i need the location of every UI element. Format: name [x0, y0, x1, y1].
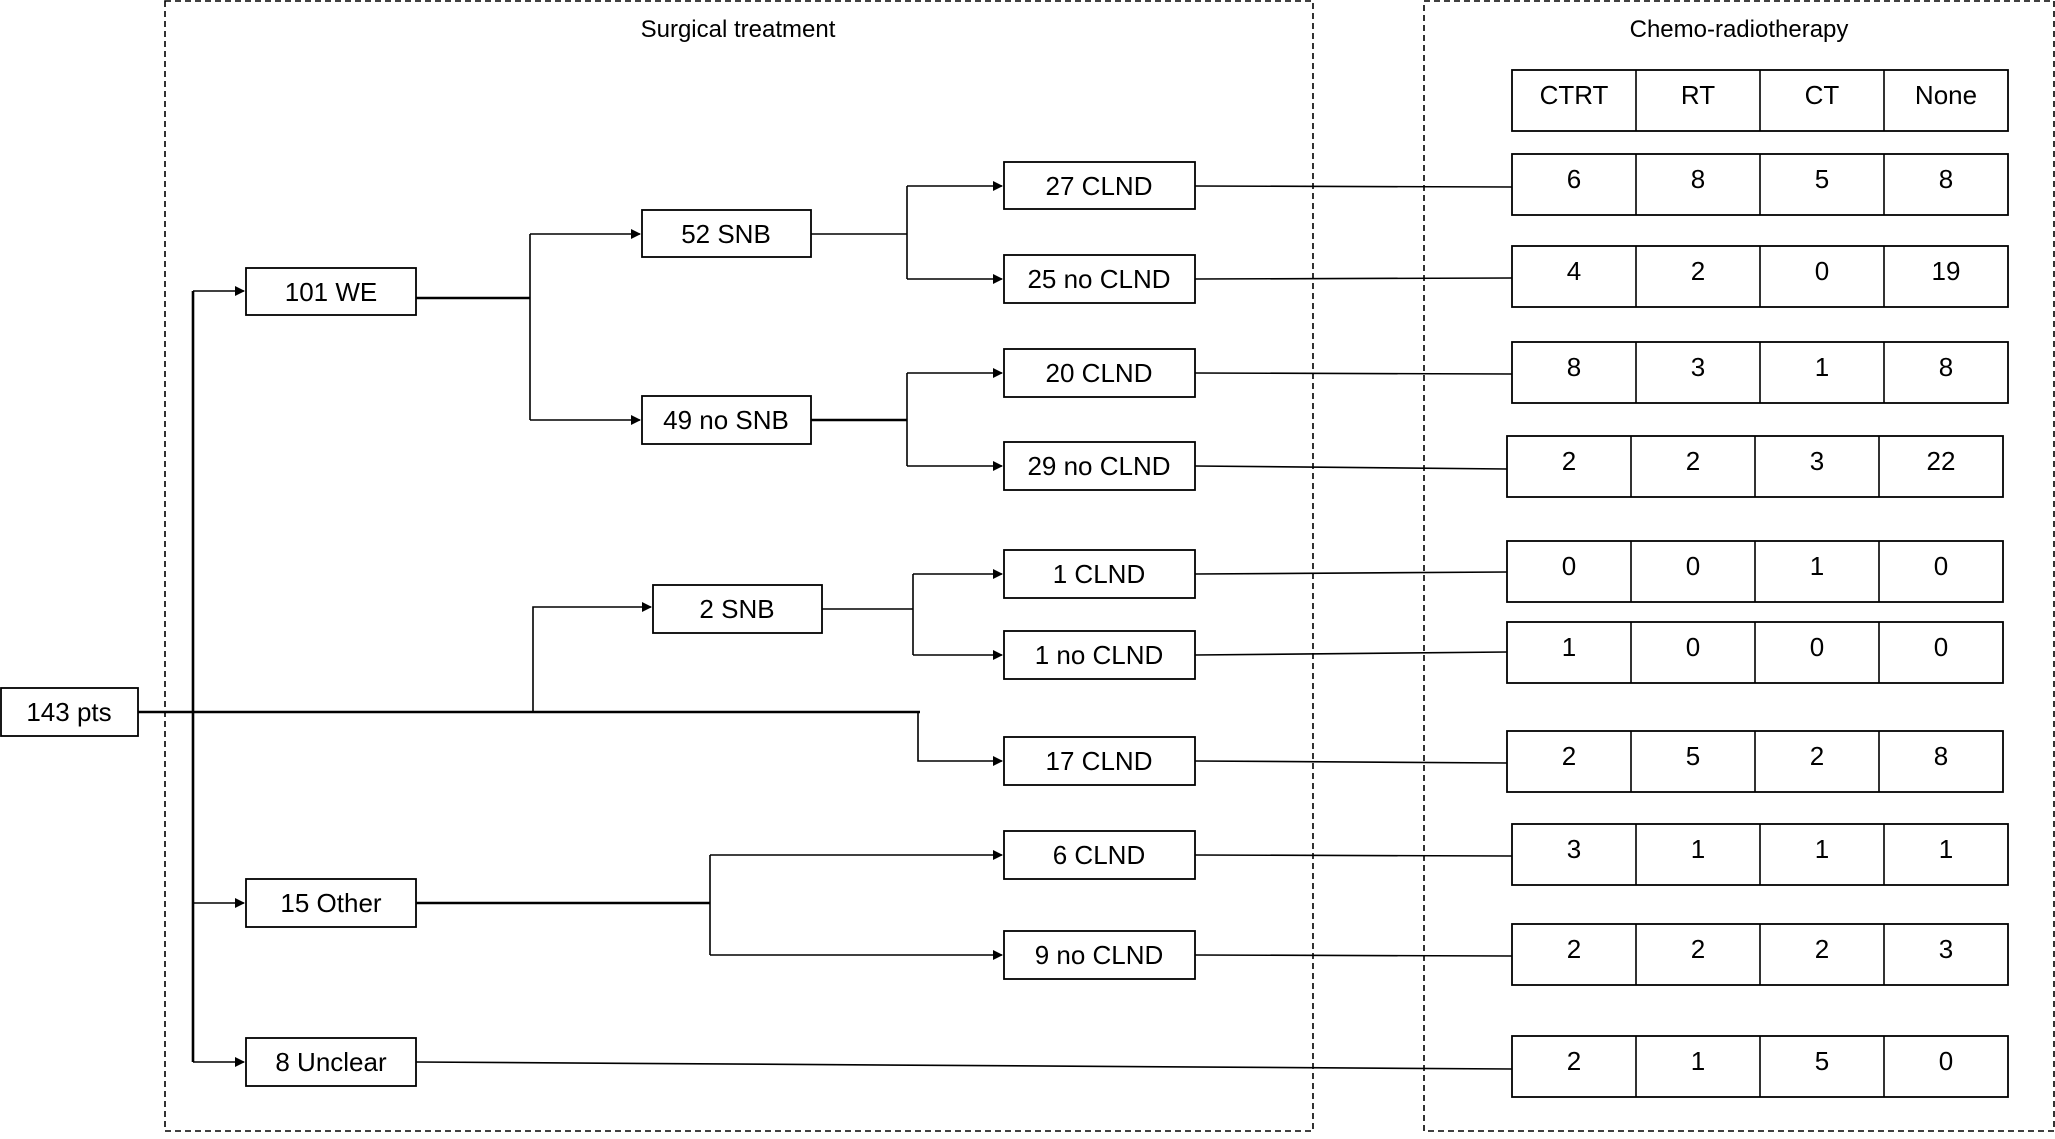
node-other: 15 Other	[245, 878, 417, 928]
cell-rt: 0	[1686, 632, 1700, 662]
outcome-27-clnd-label: 27 CLND	[1046, 171, 1153, 201]
cell-ctrt: 8	[1567, 352, 1581, 382]
table-row: 0 0 1 0	[1506, 540, 2004, 603]
root-label: 143 pts	[26, 697, 111, 727]
cell-none: 19	[1932, 256, 1961, 286]
cell-ctrt: 2	[1567, 1046, 1581, 1076]
node-wide-excision: 101 WE	[245, 267, 417, 316]
cell-none: 8	[1934, 741, 1948, 771]
cell-ct: 2	[1815, 934, 1829, 964]
outcome-25-no-clnd-label: 25 no CLND	[1027, 264, 1170, 294]
outcome-9-no-clnd-label: 9 no CLND	[1035, 940, 1164, 970]
outcome-29-no-clnd: 29 no CLND	[1003, 441, 1196, 491]
outcome-6-clnd-label: 6 CLND	[1053, 840, 1145, 870]
cell-none: 0	[1939, 1046, 1953, 1076]
cell-ct: 3	[1810, 446, 1824, 476]
chemo-radiotherapy-section	[1423, 0, 2055, 1132]
column-header-ct: CT	[1805, 80, 1840, 110]
cell-rt: 1	[1691, 834, 1705, 864]
root-node: 143 pts	[0, 687, 139, 737]
cell-ct: 2	[1810, 741, 1824, 771]
column-header-ctrt: CTRT	[1540, 80, 1609, 110]
cell-ctrt: 6	[1567, 164, 1581, 194]
cell-none: 0	[1934, 551, 1948, 581]
cell-rt: 1	[1691, 1046, 1705, 1076]
outcome-17-clnd: 17 CLND	[1003, 736, 1196, 786]
connectors	[138, 181, 1513, 1070]
outcome-20-clnd-label: 20 CLND	[1046, 358, 1153, 388]
cell-rt: 2	[1686, 446, 1700, 476]
node-52-snb: 52 SNB	[641, 209, 812, 258]
cell-none: 0	[1934, 632, 1948, 662]
outcome-17-clnd-label: 17 CLND	[1046, 746, 1153, 776]
cell-rt: 2	[1691, 256, 1705, 286]
cell-rt: 5	[1686, 741, 1700, 771]
outcome-29-no-clnd-label: 29 no CLND	[1027, 451, 1170, 481]
chemo-radiotherapy-title: Chemo-radiotherapy	[1630, 16, 1849, 43]
cell-none: 8	[1939, 352, 1953, 382]
table-row: 3 1 1 1	[1511, 823, 2009, 886]
cell-rt: 2	[1691, 934, 1705, 964]
cell-ct: 1	[1815, 834, 1829, 864]
outcome-6-clnd: 6 CLND	[1003, 830, 1196, 880]
cell-ctrt: 2	[1567, 934, 1581, 964]
outcome-9-no-clnd: 9 no CLND	[1003, 930, 1196, 980]
cell-ctrt: 4	[1567, 256, 1581, 286]
cell-ctrt: 0	[1562, 551, 1576, 581]
table-row: 1 0 0 0	[1506, 621, 2004, 684]
node-unclear-label: 8 Unclear	[275, 1047, 387, 1077]
cell-ct: 1	[1810, 551, 1824, 581]
column-header-rt: RT	[1681, 80, 1715, 110]
outcome-20-clnd: 20 CLND	[1003, 348, 1196, 398]
cell-ct: 1	[1815, 352, 1829, 382]
table-row: 6 8 5 8	[1511, 153, 2009, 216]
outcome-1-no-clnd: 1 no CLND	[1003, 630, 1196, 680]
node-unclear: 8 Unclear	[245, 1037, 417, 1087]
cell-ct: 0	[1810, 632, 1824, 662]
cell-rt: 0	[1686, 551, 1700, 581]
cell-none: 1	[1939, 834, 1953, 864]
outcome-1-no-clnd-label: 1 no CLND	[1035, 640, 1164, 670]
surgical-treatment-title: Surgical treatment	[641, 16, 836, 43]
outcome-1-clnd: 1 CLND	[1003, 549, 1196, 599]
cell-ct: 5	[1815, 164, 1829, 194]
table-row: 2 2 2 3	[1511, 923, 2009, 986]
table-row: 8 3 1 8	[1511, 341, 2009, 404]
column-header-row: CTRT RT CT None	[1511, 69, 2009, 132]
cell-ctrt: 2	[1562, 741, 1576, 771]
cell-none: 3	[1939, 934, 1953, 964]
table-row: 4 2 0 19	[1511, 245, 2009, 308]
outcome-1-clnd-label: 1 CLND	[1053, 559, 1145, 589]
surgical-treatment-section	[164, 0, 1314, 1132]
cell-none: 22	[1927, 446, 1956, 476]
node-49-no-snb-label: 49 no SNB	[663, 405, 789, 435]
node-other-label: 15 Other	[280, 888, 382, 918]
node-2-snb-label: 2 SNB	[699, 594, 774, 624]
outcome-27-clnd: 27 CLND	[1003, 161, 1196, 210]
cell-ctrt: 1	[1562, 632, 1576, 662]
cell-rt: 3	[1691, 352, 1705, 382]
cell-ct: 5	[1815, 1046, 1829, 1076]
cell-ctrt: 2	[1562, 446, 1576, 476]
node-52-snb-label: 52 SNB	[681, 219, 771, 249]
table-row: 2 5 2 8	[1506, 730, 2004, 793]
cell-rt: 8	[1691, 164, 1705, 194]
table-row: 2 1 5 0	[1511, 1035, 2009, 1098]
cell-ct: 0	[1815, 256, 1829, 286]
cell-ctrt: 3	[1567, 834, 1581, 864]
node-49-no-snb: 49 no SNB	[641, 395, 812, 445]
node-2-snb: 2 SNB	[652, 584, 823, 634]
cell-none: 8	[1939, 164, 1953, 194]
outcome-25-no-clnd: 25 no CLND	[1003, 254, 1196, 304]
column-header-none: None	[1915, 80, 1977, 110]
node-wide-excision-label: 101 WE	[285, 277, 378, 307]
